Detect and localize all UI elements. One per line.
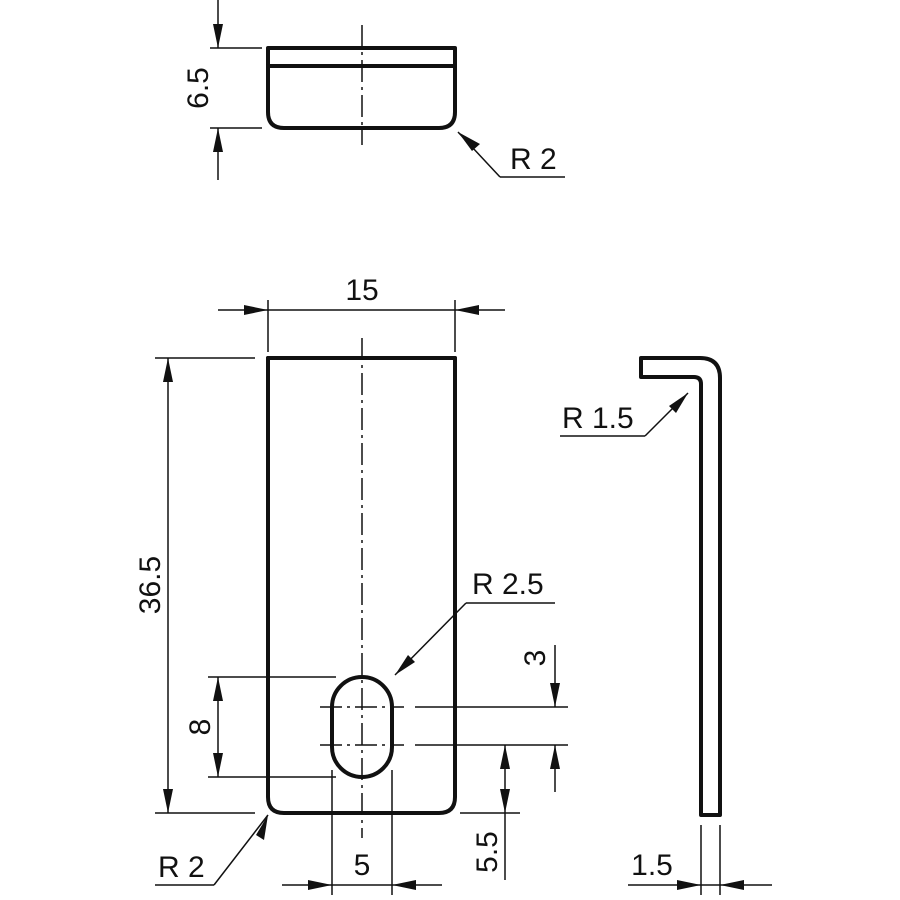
dim-bend-radius-label: R 1.5	[562, 402, 634, 435]
dim-height-label: 36.5	[134, 556, 167, 614]
dim-slot-offset-label: 5.5	[471, 831, 504, 873]
dim-slot-radius-label: R 2.5	[472, 568, 544, 601]
arrow-head	[455, 305, 479, 315]
dim-bottom-radius-label: R 2	[158, 851, 205, 884]
leader-line	[213, 814, 269, 886]
top-view: 6.5 R 2	[182, 0, 565, 180]
arrow-head	[244, 305, 268, 315]
side-view-outline	[639, 356, 722, 817]
arrow-head	[213, 24, 223, 48]
slot	[330, 675, 394, 779]
arrow-head	[669, 393, 688, 413]
side-view: R 1.5 1.5	[560, 356, 772, 895]
arrow-head	[213, 753, 223, 777]
dim-slot-width-label: 3	[519, 650, 552, 667]
arrow-head	[163, 358, 173, 382]
arrow-head	[163, 789, 173, 813]
front-view: 15 36.5 8 R 2.5 3 5.5	[134, 274, 568, 895]
arrow-head	[213, 677, 223, 701]
dim-width-label: 15	[345, 274, 378, 307]
dim-top-radius-label: R 2	[510, 143, 557, 176]
arrow-head	[458, 132, 480, 151]
arrow-head	[256, 815, 268, 840]
dim-slot-length-label: 8	[184, 719, 217, 736]
dim-sheet-thickness-label: 1.5	[631, 849, 673, 882]
arrow-head	[500, 745, 510, 769]
arrow-head	[500, 789, 510, 813]
arrow-head	[308, 880, 332, 890]
arrow-head	[395, 655, 415, 675]
top-view-outline	[266, 46, 457, 130]
dim-slot-spacing-label: 5	[354, 849, 371, 882]
arrow-head	[550, 683, 560, 707]
arrow-head	[550, 745, 560, 769]
arrow-head	[677, 880, 701, 890]
arrow-head	[213, 128, 223, 152]
dim-top-thickness-label: 6.5	[182, 67, 215, 109]
arrow-head	[720, 880, 744, 890]
front-view-outline	[266, 356, 457, 815]
arrow-head	[392, 880, 416, 890]
